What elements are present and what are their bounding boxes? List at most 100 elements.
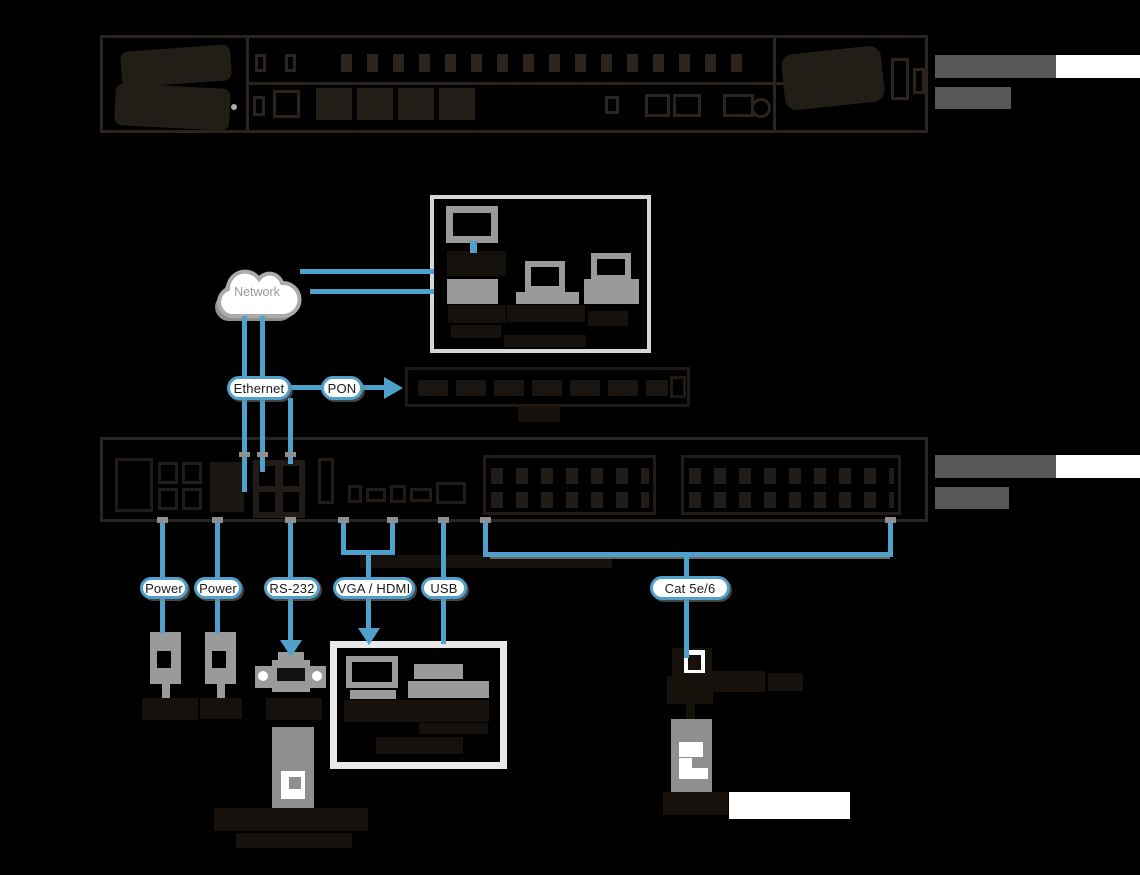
ethernet-pill: Ethernet (227, 376, 291, 400)
projector-icon (414, 664, 463, 679)
vga-hdmi-pill-label: VGA / HDMI (337, 580, 411, 596)
caption-block-white (729, 792, 850, 819)
rear-panel-label-block-white (1056, 455, 1140, 478)
display-equipment-box (330, 641, 507, 769)
rear-port (366, 488, 386, 502)
power1-pill-label: Power (145, 580, 183, 596)
caption-block (419, 723, 488, 734)
front-button-row-bottom (316, 88, 478, 120)
power-adapter-stem (162, 684, 170, 706)
rear-port (182, 462, 202, 484)
wall-plate-slot (679, 742, 703, 757)
port-cap (338, 517, 349, 523)
usb-pill: USB (421, 577, 467, 599)
rear-vga-port (410, 488, 432, 502)
power2-pill: Power (194, 577, 242, 599)
cat-line-2 (684, 600, 689, 658)
cat-receiver-port-inner (688, 655, 701, 670)
front-button-small (285, 54, 296, 72)
front-panel-device (100, 35, 928, 133)
front-button-row-top (341, 54, 746, 72)
cat5e6-pill-label: Cat 5e/6 (664, 580, 716, 596)
db9-screw-hole (258, 671, 268, 681)
server-device-dark (447, 251, 506, 276)
pon-pill-label: PON (327, 380, 357, 396)
cat-bracket (483, 552, 893, 557)
rs232-line (288, 522, 293, 578)
port-cap (239, 452, 250, 457)
laptop-icon (525, 261, 565, 292)
ethernet-line-4 (260, 398, 265, 472)
laptop-base (516, 292, 579, 304)
monitor-icon (346, 656, 398, 688)
rs232-pill: RS-232 (264, 577, 320, 599)
network-line-top (300, 269, 434, 274)
rear-port (318, 458, 334, 504)
rear-port (390, 485, 406, 503)
rear-panel-device (100, 437, 928, 522)
vga-hdmi-pill: VGA / HDMI (333, 577, 415, 599)
usb-pill-label: USB (430, 580, 458, 596)
arrow-right-icon (384, 377, 403, 399)
olt-ports (418, 380, 668, 396)
vga-line-b (390, 522, 395, 553)
rear-power-socket (115, 458, 153, 512)
monitor-connector-line (470, 241, 477, 253)
pon-pill: PON (321, 376, 363, 400)
ethernet-line-1 (242, 316, 247, 380)
port-cap (285, 517, 296, 523)
rear-port (158, 462, 178, 484)
caption-block (448, 305, 506, 323)
rear-panel-label-block-gray-2 (935, 487, 1009, 509)
front-button-small (253, 96, 265, 116)
desktop-pc-base (584, 279, 639, 304)
port-cap (438, 517, 449, 523)
usb-line (441, 522, 446, 578)
wall-plate-slot-tab (692, 758, 708, 768)
power1-pill: Power (140, 577, 188, 599)
front-button-small (273, 90, 300, 118)
power-adapter-slot (212, 651, 226, 668)
rear-ports-row (491, 468, 649, 484)
front-dial-small-icon (751, 98, 771, 118)
vga-bracket (341, 550, 395, 555)
ethernet-line-3 (242, 398, 247, 492)
power-adapter-stem (217, 684, 225, 706)
port-cap (285, 452, 296, 457)
projector-base (408, 681, 489, 698)
rs232-line-2 (288, 599, 293, 641)
front-panel-label-block-gray-2 (935, 87, 1011, 109)
front-button-small (605, 96, 619, 114)
cat-receiver-stem (686, 703, 695, 721)
cat5e6-pill: Cat 5e/6 (650, 576, 730, 600)
arrow-down-icon (358, 628, 380, 645)
power1-line (160, 522, 165, 578)
port-hole (283, 492, 299, 512)
front-port-right (913, 68, 925, 94)
rear-hdmi-port (436, 482, 466, 504)
rear-port (182, 488, 202, 510)
power1-line-2 (160, 599, 165, 633)
caption-block (200, 698, 242, 719)
cat-line-b (888, 522, 893, 555)
port-cap (480, 517, 491, 523)
olt-port-right (670, 376, 686, 398)
caption-block (507, 305, 585, 322)
power2-line-2 (215, 599, 220, 633)
olt-caption-block (518, 407, 560, 422)
port-cap (212, 517, 223, 523)
device-gray-block (447, 279, 498, 304)
rear-port (158, 488, 178, 510)
front-divider-right (773, 38, 776, 130)
power-adapter-slot (157, 651, 171, 668)
power2-line (215, 522, 220, 578)
front-panel-label-block-white (1056, 55, 1140, 78)
db9-screw-hole (312, 671, 322, 681)
front-button-small (645, 94, 670, 117)
vga-line-a (341, 522, 346, 553)
port-cap (157, 517, 168, 523)
port-hole (283, 466, 299, 486)
ethernet-pill-label: Ethernet (233, 380, 285, 396)
port-cap (257, 452, 268, 457)
